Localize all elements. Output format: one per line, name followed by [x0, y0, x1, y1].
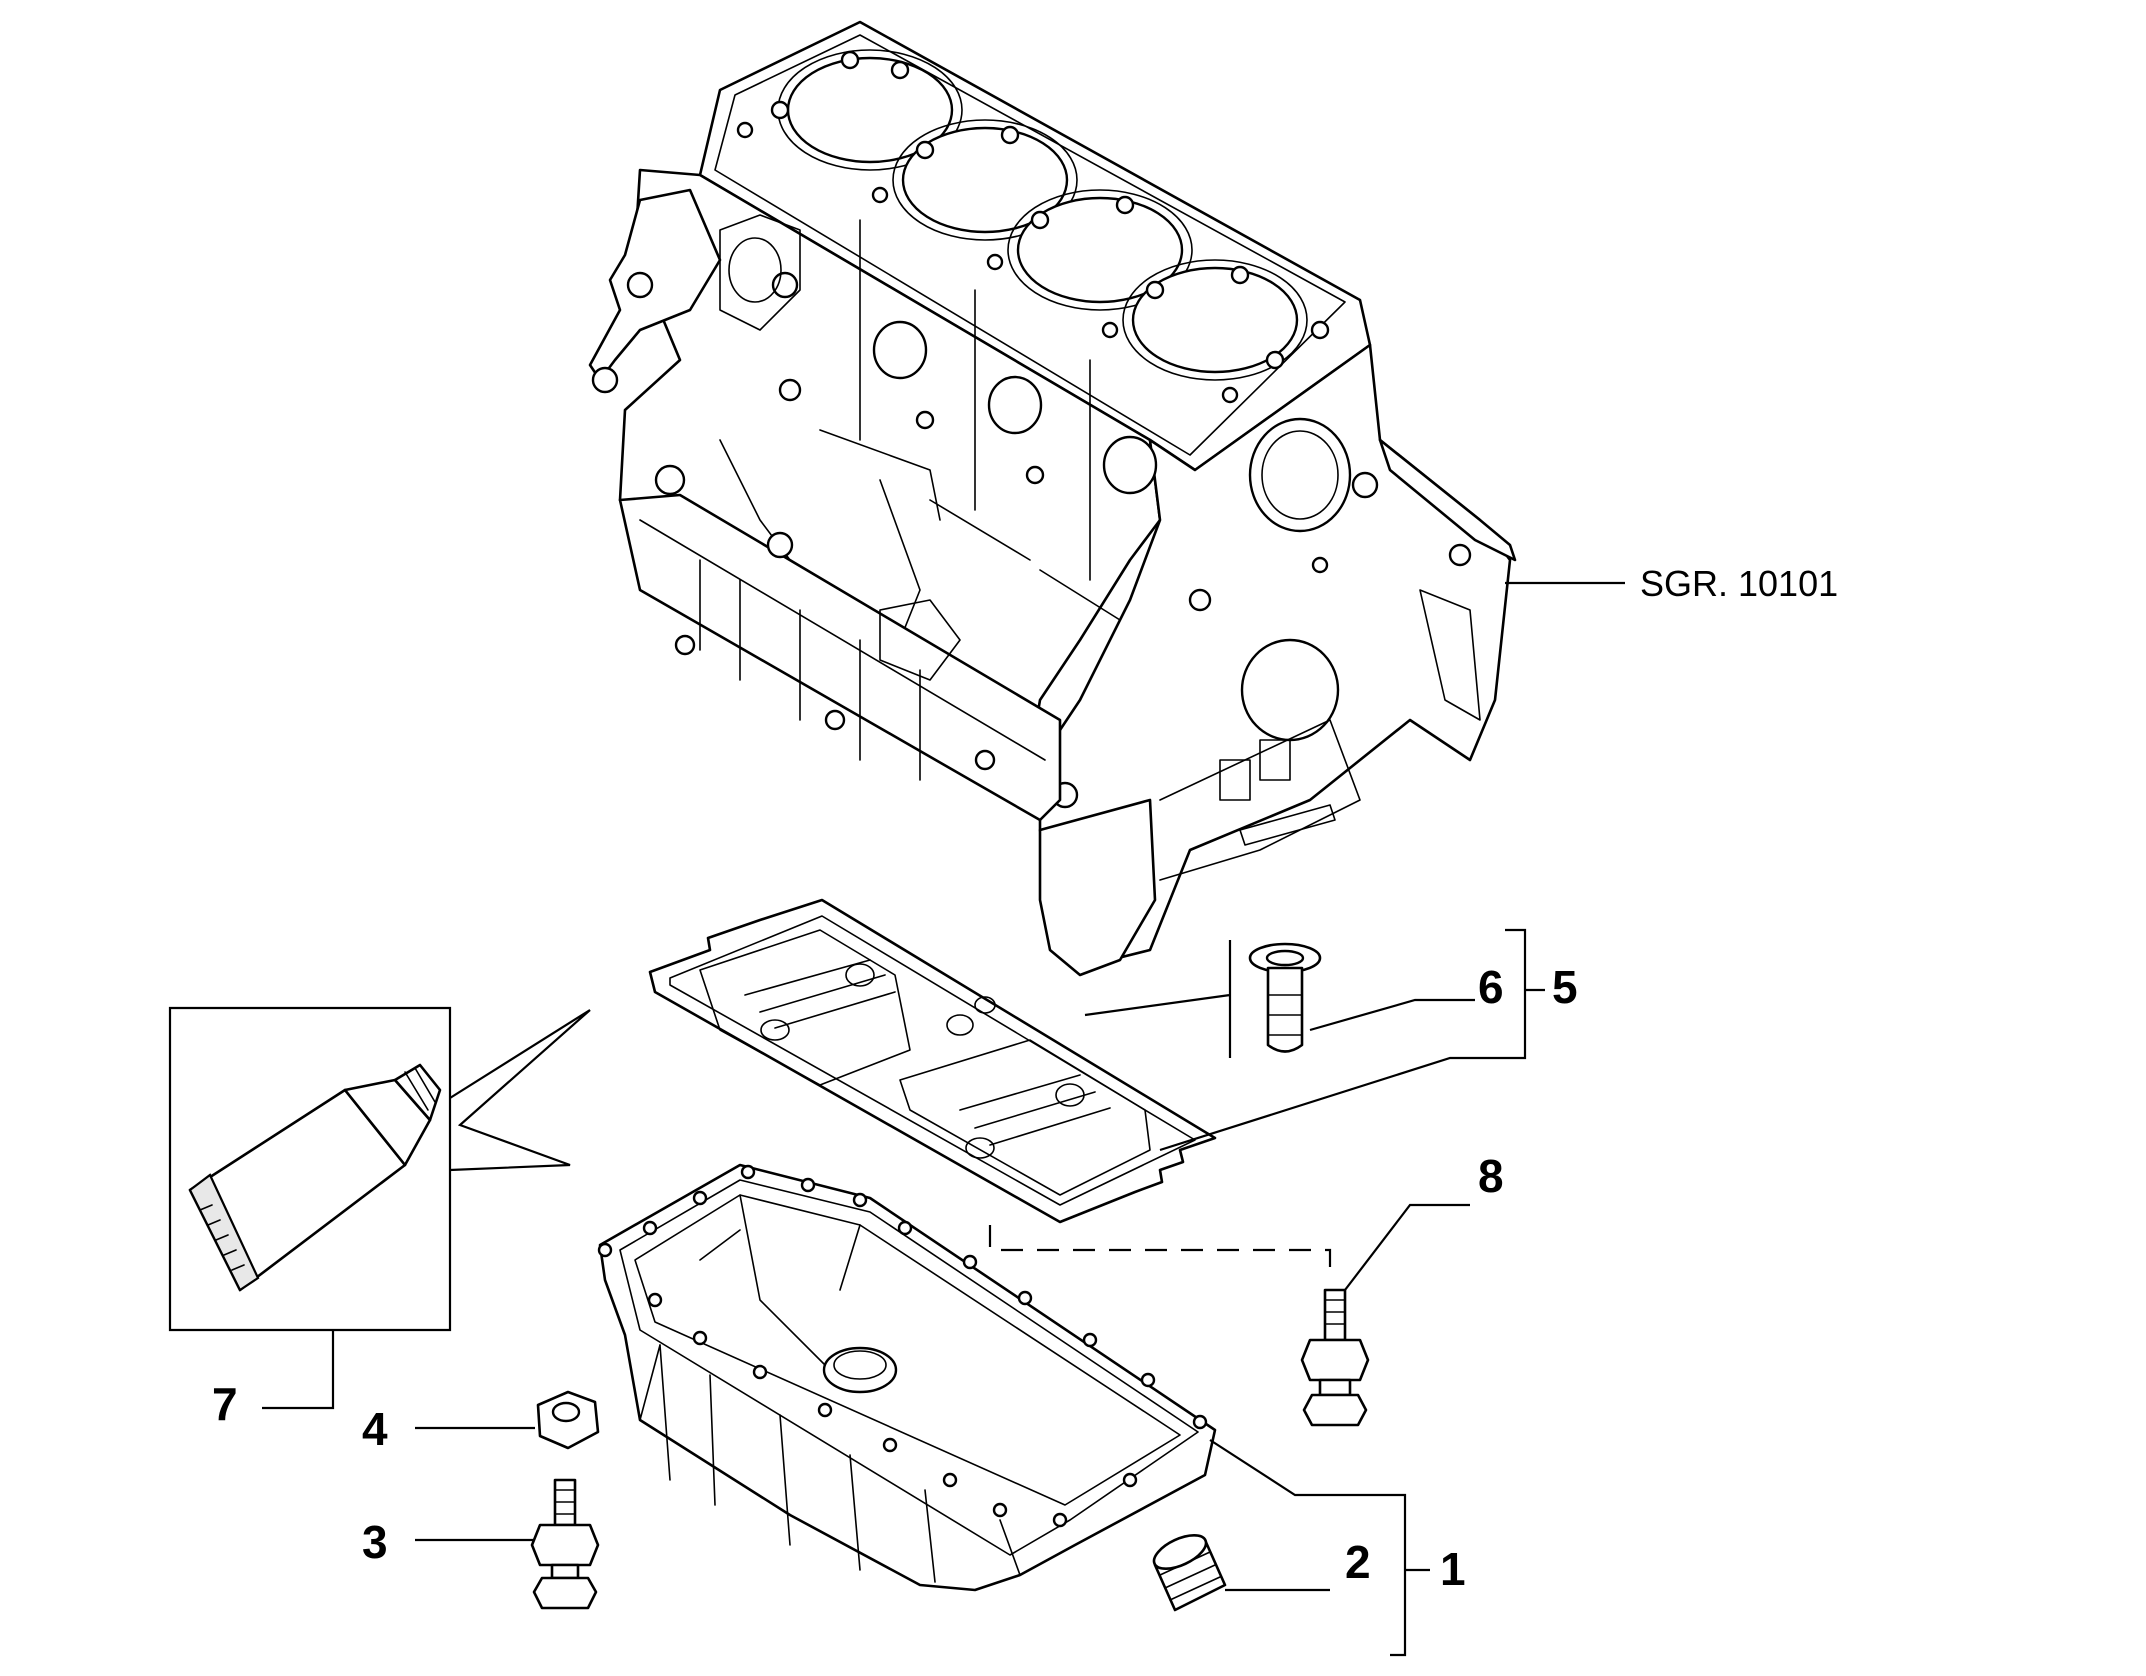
part-8-stud: [1300, 1288, 1370, 1427]
part-3-stud: [530, 1478, 600, 1610]
part-4-nut: [536, 1390, 600, 1450]
part-7-sealant-tube: [168, 1006, 591, 1332]
callout-1: 1: [1440, 1543, 1466, 1595]
callout-2: 2: [1345, 1536, 1371, 1588]
part-2-drain-plug: [1152, 1534, 1227, 1612]
oil-pan-flange-holes: [597, 1164, 1208, 1528]
reference-callout: SGR. 10101: [1505, 563, 1838, 604]
callout-7: 7: [212, 1378, 238, 1430]
cylinder-bores: [777, 49, 1308, 381]
callout-3: 3: [362, 1516, 388, 1568]
callout-5: 5: [1552, 961, 1578, 1013]
deck-bolt-holes: [736, 50, 1330, 404]
reference-label: SGR. 10101: [1640, 563, 1838, 604]
block-side-ports: [778, 320, 1158, 495]
oil-pan-gasket-illustration: [648, 898, 1217, 1224]
callout-4: 4: [362, 1403, 388, 1455]
callout-8: 8: [1478, 1150, 1504, 1202]
oil-pan-illustration: [597, 1163, 1217, 1592]
engine-block-illustration: [588, 20, 1517, 977]
part-6-drain-plug-seal: [1248, 942, 1322, 1053]
callout-6: 6: [1478, 961, 1504, 1013]
